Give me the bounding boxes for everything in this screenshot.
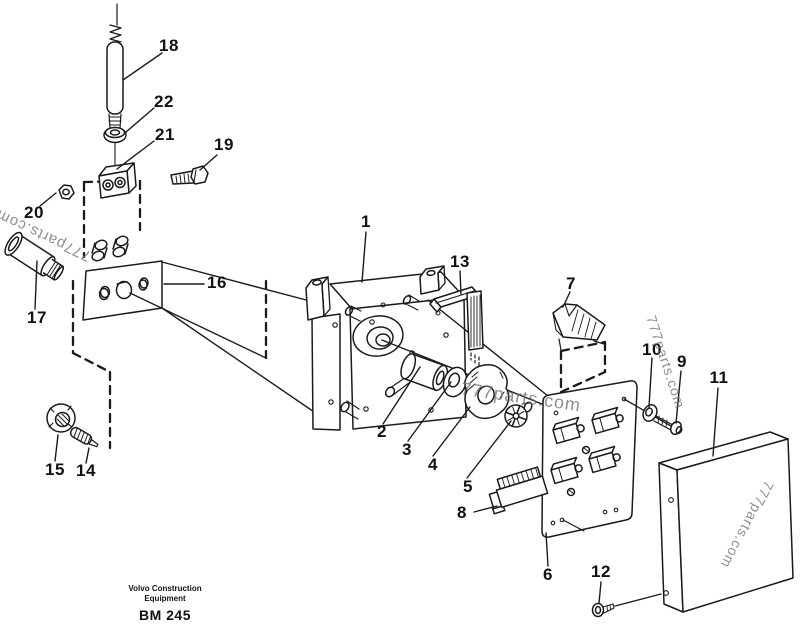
part-label-14: 14 bbox=[76, 461, 96, 480]
part-label-3: 3 bbox=[402, 440, 412, 459]
part-label-1: 1 bbox=[361, 212, 371, 231]
part-label-9: 9 bbox=[677, 352, 687, 371]
part-20-nut bbox=[58, 184, 75, 200]
part-7-connector bbox=[552, 303, 606, 351]
part-label-4: 4 bbox=[428, 455, 438, 474]
part-label-7: 7 bbox=[566, 274, 576, 293]
part-label-6: 6 bbox=[543, 565, 553, 584]
part-label-8: 8 bbox=[457, 503, 467, 522]
part-6-panel bbox=[541, 380, 638, 538]
part-2-roller bbox=[400, 353, 449, 392]
footer-caption: Volvo Construction Equipment BM 245 bbox=[113, 584, 217, 623]
part-9-screw bbox=[653, 415, 683, 436]
part-5-screw bbox=[504, 401, 533, 428]
part-label-22: 22 bbox=[154, 92, 174, 111]
brand-line-2: Equipment bbox=[144, 594, 186, 603]
axis-lines bbox=[381, 299, 553, 409]
part-18-plunger bbox=[106, 3, 124, 129]
part-14-stud bbox=[69, 426, 99, 448]
panel-components bbox=[550, 406, 624, 497]
part-label-17: 17 bbox=[27, 308, 47, 327]
part-label-13: 13 bbox=[450, 252, 470, 271]
part-label-11: 11 bbox=[709, 368, 729, 387]
part-label-15: 15 bbox=[45, 460, 65, 479]
part-10-washer bbox=[642, 404, 658, 422]
part-13-bracket bbox=[429, 286, 484, 366]
part-label-12: 12 bbox=[591, 562, 611, 581]
part-label-10: 10 bbox=[642, 340, 662, 359]
part-16-plate bbox=[82, 260, 163, 321]
part-label-20: 20 bbox=[24, 203, 44, 222]
part-label-21: 21 bbox=[155, 125, 175, 144]
part-17-pin bbox=[4, 231, 65, 281]
brand-line-1: Volvo Construction bbox=[128, 584, 202, 593]
assembly-dashed-outlines bbox=[71, 179, 607, 450]
part-1-housing bbox=[305, 265, 467, 431]
part-22-ring bbox=[103, 126, 127, 167]
part-11-cover bbox=[658, 431, 794, 613]
model-code: BM 245 bbox=[138, 607, 192, 623]
valve-ports bbox=[91, 235, 129, 262]
part-label-16: 16 bbox=[207, 273, 227, 292]
part-4-knob bbox=[464, 364, 510, 420]
part-label-5: 5 bbox=[463, 477, 473, 496]
leader-lines bbox=[34, 52, 719, 604]
part-19-bolt bbox=[170, 165, 209, 185]
part-15-knurled-nut bbox=[46, 403, 76, 433]
part-label-2: 2 bbox=[377, 422, 387, 441]
projection-lines bbox=[129, 261, 321, 417]
part-12-screw bbox=[591, 593, 662, 618]
part-label-18: 18 bbox=[159, 36, 179, 55]
part-label-19: 19 bbox=[214, 135, 234, 154]
